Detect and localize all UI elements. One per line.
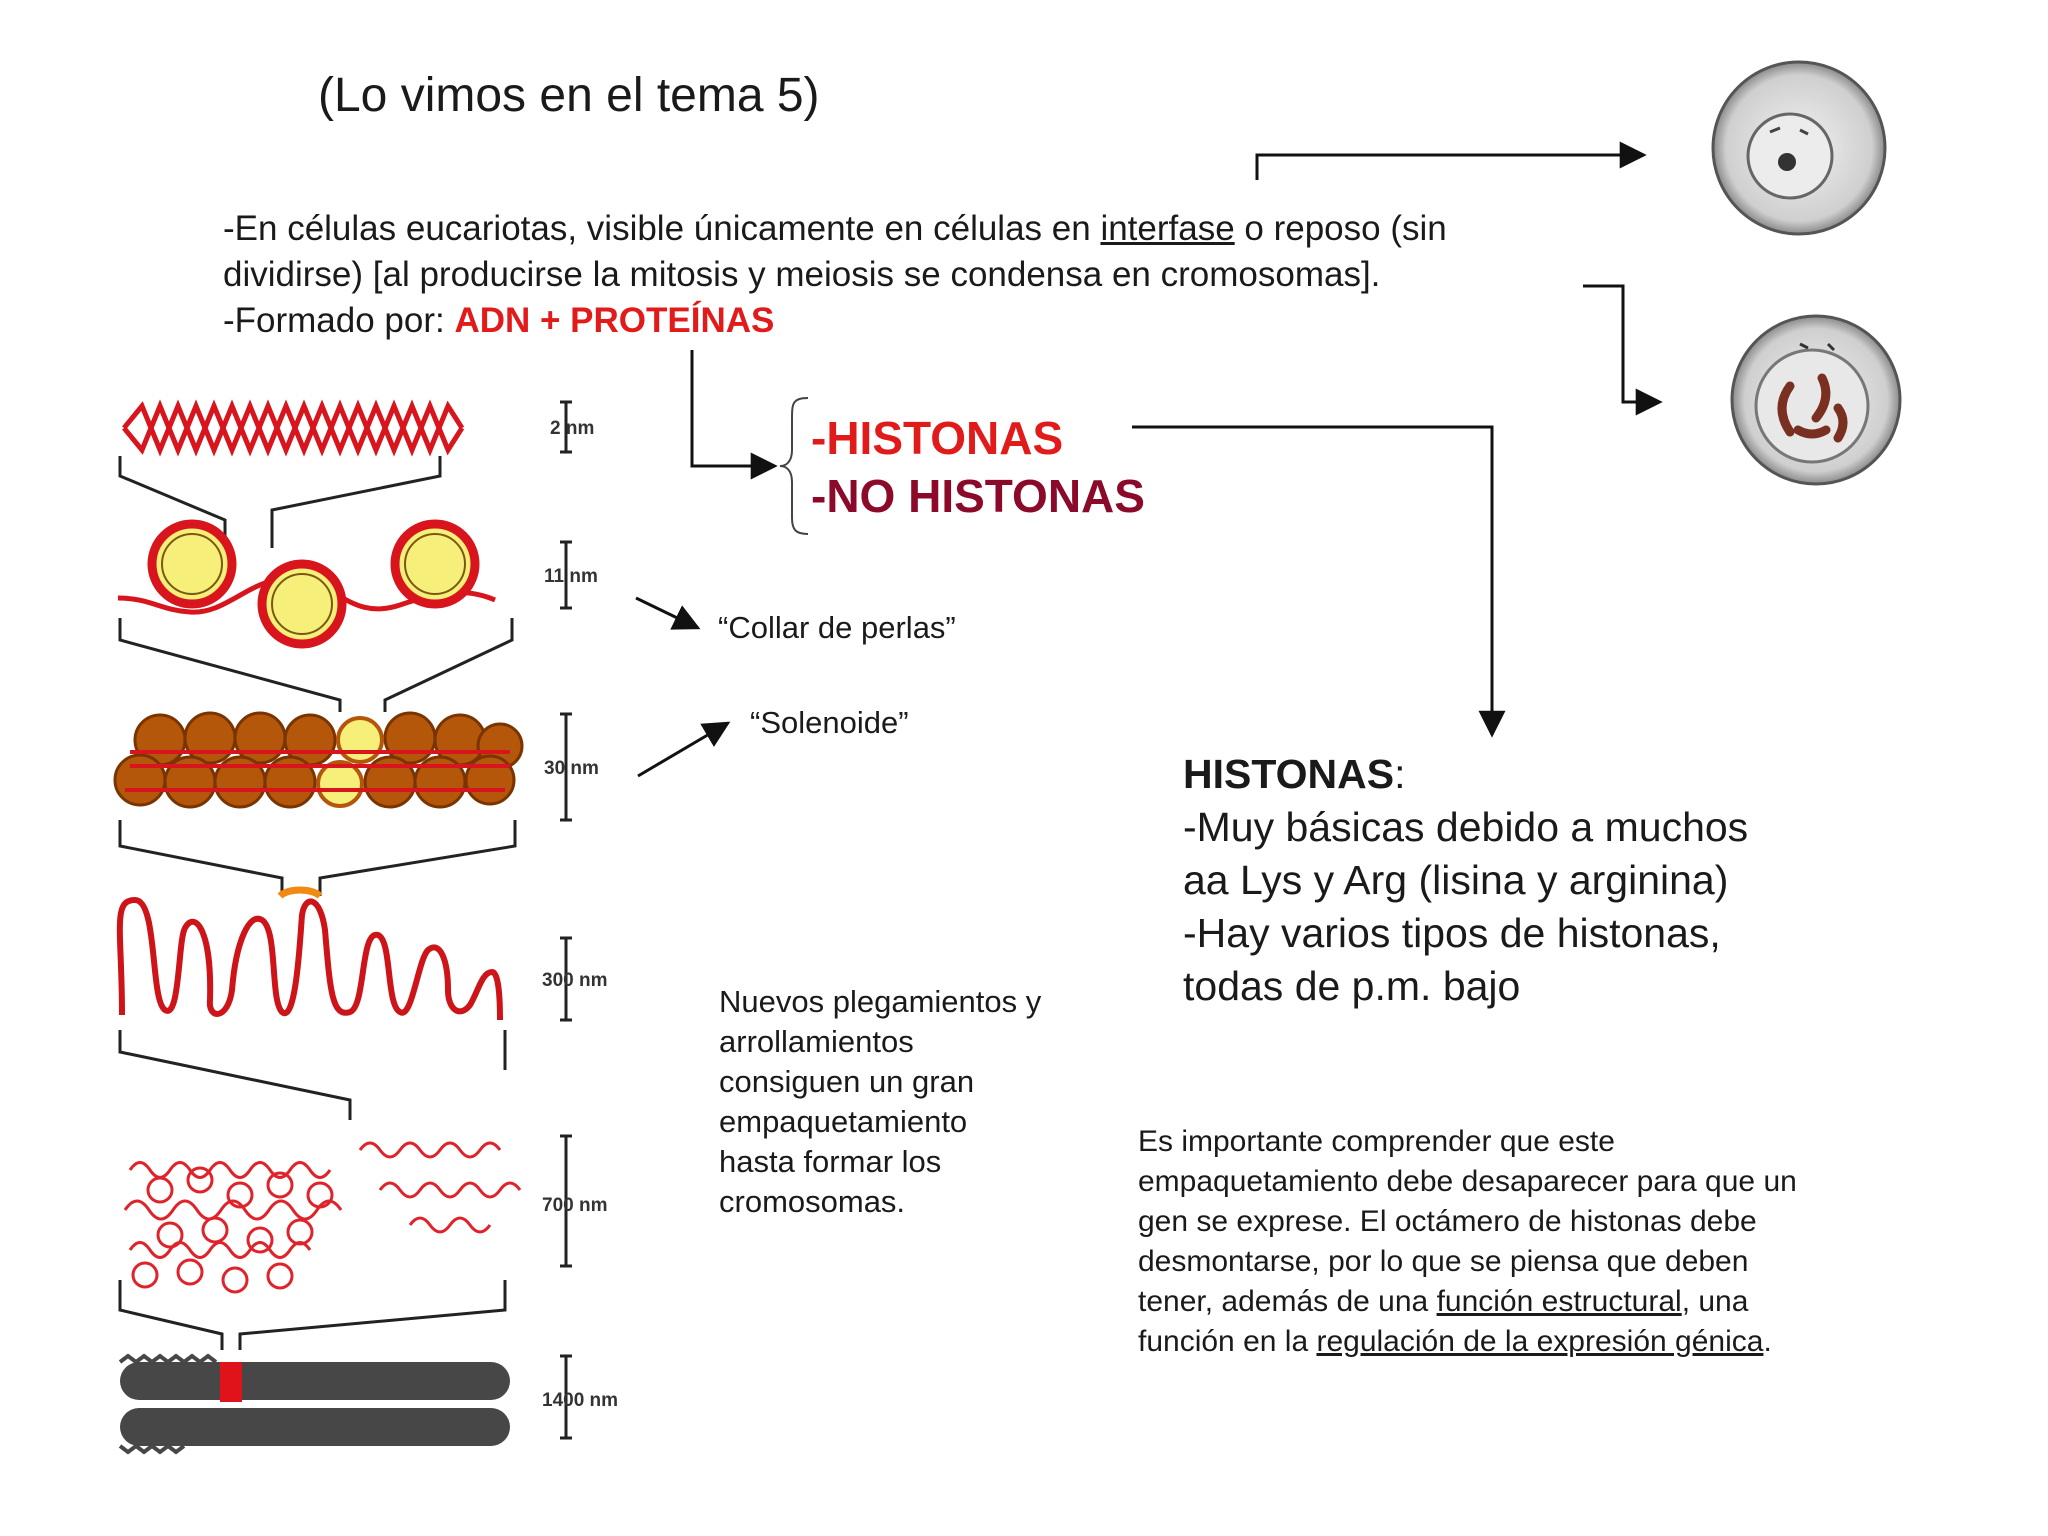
histonas-line-2: aa Lys y Arg (lisina y arginina) — [1183, 854, 1883, 907]
chromosome — [120, 1356, 510, 1452]
solenoid-fiber — [115, 713, 522, 807]
chromatin-loops — [120, 890, 500, 1020]
importante-paragraph: Es importante comprender que este empaqu… — [1138, 1122, 1798, 1362]
dividing-cell-image — [1732, 316, 1900, 484]
scale-label-11nm: 11 nm — [544, 566, 598, 588]
arrow-to-histonas — [1132, 427, 1492, 735]
scale-bars — [560, 402, 572, 1438]
intro-line-1-post: o reposo (sin — [1235, 209, 1447, 248]
arrow-to-options — [692, 350, 775, 466]
intro-line-2: dividirse) [al producirse la mitosis y m… — [223, 252, 1603, 298]
histonas-title-suffix: : — [1394, 751, 1405, 797]
intro-line-1-pre: -En células eucariotas, visible únicamen… — [223, 209, 1100, 248]
importante-post: . — [1763, 1325, 1771, 1358]
options-brace — [780, 398, 808, 534]
histonas-line-3: -Hay varios tipos de histonas, — [1183, 907, 1883, 960]
condensed-coils — [125, 1143, 520, 1292]
interfase-term: interfase — [1100, 209, 1234, 248]
histonas-line-4: todas de p.m. bajo — [1183, 960, 1883, 1013]
funcion-estructural-term: función estructural — [1437, 1285, 1682, 1318]
intro-line-1: -En células eucariotas, visible únicamen… — [223, 206, 1603, 252]
adn-proteinas-highlight: ADN + PROTEÍNAS — [454, 301, 774, 340]
intro-line-3-pre: -Formado por: — [223, 301, 454, 340]
histonas-info: HISTONAS: -Muy básicas debido a muchos a… — [1183, 748, 1883, 1013]
scale-label-2nm: 2 nm — [550, 418, 594, 440]
scale-label-30nm: 30 nm — [544, 758, 599, 780]
arrow-collar — [636, 598, 698, 628]
arrow-to-interphase-cell — [1257, 155, 1644, 180]
option-no-histonas: -NO HISTONAS — [811, 468, 1145, 524]
intro-text: -En células eucariotas, visible únicamen… — [223, 206, 1603, 344]
histonas-title: HISTONAS — [1183, 751, 1394, 797]
interphase-cell-image — [1713, 62, 1885, 234]
nuevos-plegamientos-text: Nuevos plegamientos y arrollamientos con… — [719, 982, 1049, 1222]
scale-label-1400nm: 1400 nm — [542, 1390, 618, 1412]
scale-label-300nm: 300 nm — [542, 970, 607, 992]
arrow-solenoide — [638, 723, 728, 776]
histonas-line-1: -Muy básicas debido a muchos — [1183, 801, 1883, 854]
option-histonas: -HISTONAS — [811, 410, 1063, 466]
dna-double-helix — [124, 406, 462, 450]
page-title: (Lo vimos en el tema 5) — [318, 66, 820, 126]
nucleosome-beads — [118, 524, 495, 644]
collar-de-perlas-label: “Collar de perlas” — [718, 610, 956, 646]
regulacion-term: regulación de la expresión génica — [1316, 1325, 1763, 1358]
intro-line-3: -Formado por: ADN + PROTEÍNAS — [223, 298, 1603, 344]
histonas-heading: HISTONAS: — [1183, 748, 1883, 801]
solenoide-label: “Solenoide” — [750, 705, 909, 741]
scale-label-700nm: 700 nm — [542, 1195, 607, 1217]
